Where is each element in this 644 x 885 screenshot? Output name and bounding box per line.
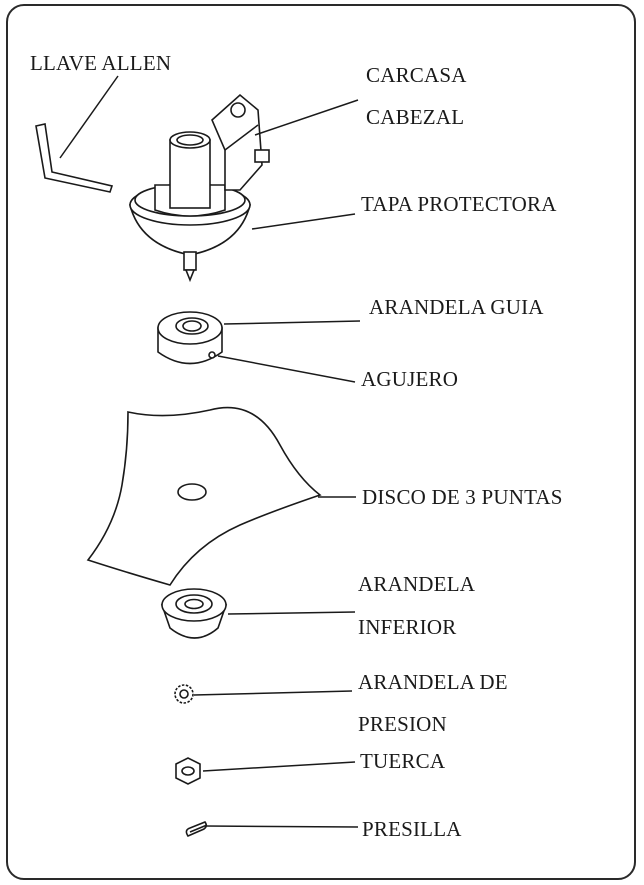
label-presilla: PRESILLA [362, 817, 462, 841]
allen-key-illustration [35, 123, 114, 193]
guide-washer-illustration [157, 311, 223, 365]
label-inferior: INFERIOR [358, 615, 456, 639]
head-housing-illustration [128, 93, 270, 283]
clip-illustration [185, 821, 208, 838]
lower-washer-illustration [160, 588, 228, 639]
label-arandela-de: ARANDELA DE [358, 670, 508, 694]
nut-illustration [175, 757, 201, 785]
label-agujero: AGUJERO [361, 367, 458, 391]
label-disco: DISCO DE 3 PUNTAS [362, 485, 563, 509]
label-tuerca: TUERCA [360, 749, 446, 773]
label-arandela-guia: ARANDELA GUIA [369, 295, 544, 319]
label-carcasa: CARCASA [366, 63, 467, 87]
three-point-disc-illustration [86, 406, 322, 586]
label-tapa-protectora: TAPA PROTECTORA [361, 192, 557, 216]
label-llave-allen: LLAVE ALLEN [30, 51, 171, 75]
diagram-frame [6, 4, 636, 880]
lock-washer-illustration [174, 684, 194, 704]
label-presion: PRESION [358, 712, 447, 736]
label-cabezal: CABEZAL [366, 105, 464, 129]
leader-lines [59, 75, 361, 828]
label-arandela: ARANDELA [358, 572, 476, 596]
